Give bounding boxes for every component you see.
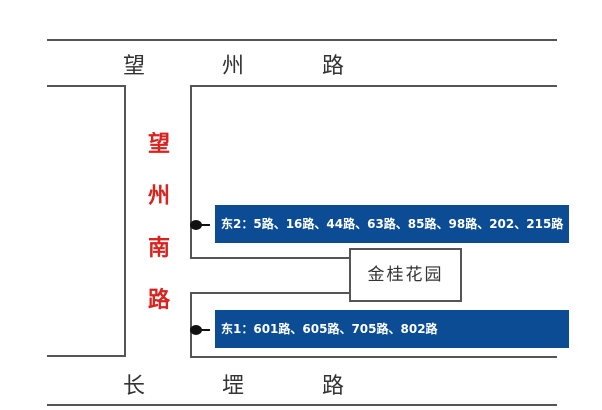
- road-name-bottom: 长: [123, 374, 146, 399]
- road-edge: [190, 85, 192, 259]
- bus-stop-marker-icon: [190, 325, 202, 335]
- bus-stop-connector: [200, 224, 210, 226]
- road-name-bottom: 路: [322, 374, 345, 399]
- road-edge: [124, 85, 126, 357]
- road-name-bottom: 堽: [222, 374, 245, 399]
- road-edge: [190, 356, 557, 358]
- bus-stop-east2: 东2：5路、16路、44路、63路、85路、98路、202、215路: [215, 205, 569, 243]
- road-name-top: 路: [322, 54, 345, 79]
- road-edge: [47, 85, 125, 87]
- road-name-left: 南: [148, 236, 171, 261]
- bus-stop-connector: [200, 329, 210, 331]
- road-name-top: 州: [222, 54, 245, 79]
- road-edge: [47, 355, 125, 357]
- road-edge: [47, 404, 557, 406]
- road-edge: [190, 257, 350, 259]
- road-edge: [47, 39, 557, 41]
- road-edge: [190, 85, 557, 87]
- landmark-jingui-garden: 金桂花园: [349, 248, 462, 302]
- road-name-left: 望: [148, 132, 171, 157]
- road-name-left: 州: [148, 184, 171, 209]
- road-name-top: 望: [123, 54, 146, 79]
- bus-stop-east1: 东1：601路、605路、705路、802路: [215, 310, 569, 348]
- road-edge: [190, 292, 192, 358]
- road-name-left: 路: [148, 288, 171, 313]
- road-edge: [190, 292, 350, 294]
- bus-stop-marker-icon: [190, 220, 202, 230]
